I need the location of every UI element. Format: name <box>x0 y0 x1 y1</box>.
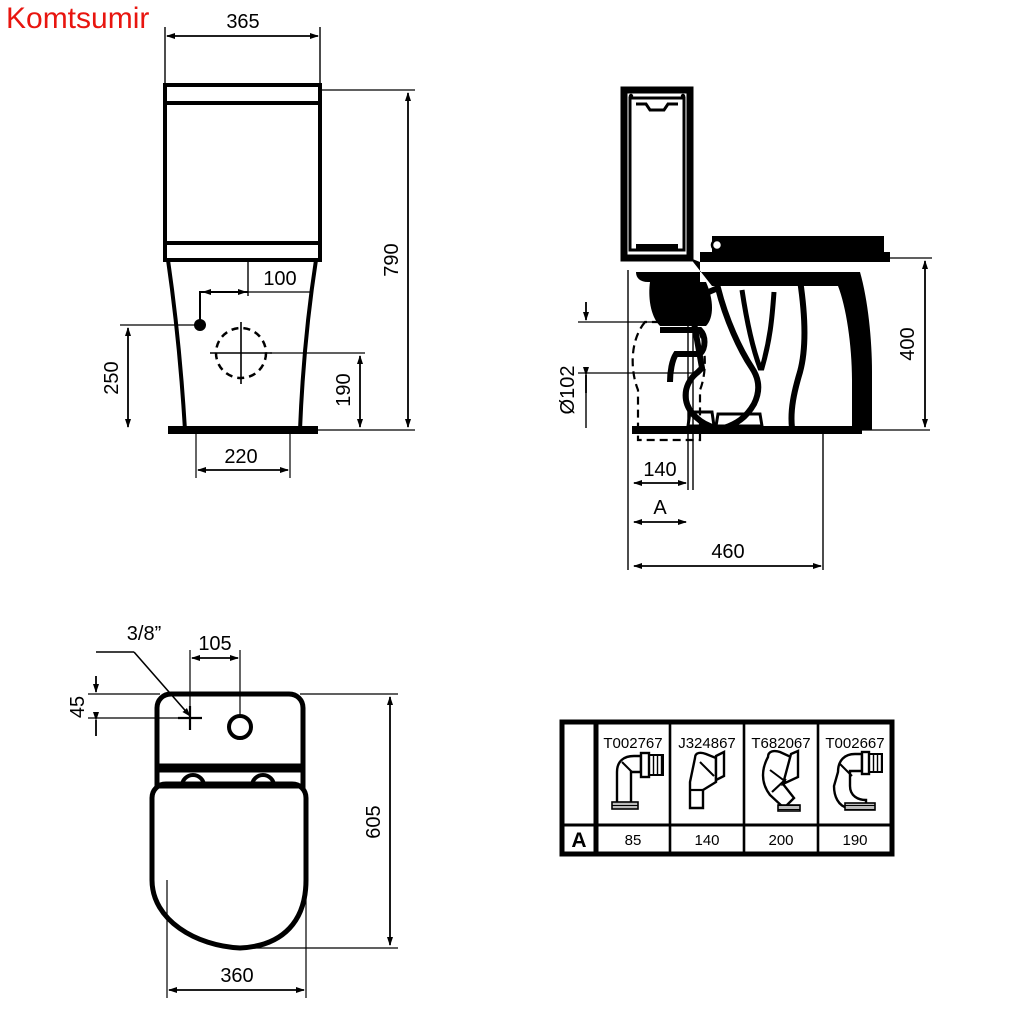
svg-text:220: 220 <box>224 446 257 468</box>
plan-view: 3/8” 45 105 605 <box>67 623 398 998</box>
svg-text:100: 100 <box>263 268 296 290</box>
pipe-offset-vertical-icon <box>688 750 726 810</box>
dim-A: A <box>633 497 687 525</box>
svg-text:45: 45 <box>67 696 89 718</box>
dim-790: 790 <box>318 89 415 431</box>
dim-220: 220 <box>195 430 291 478</box>
side-bowl-upper <box>690 258 872 430</box>
dim-365: 365 <box>164 11 321 103</box>
svg-text:790: 790 <box>381 243 403 276</box>
side-cistern-outline <box>620 86 694 262</box>
plan-seat-outline <box>149 781 309 951</box>
dim-250: 250 <box>101 324 205 428</box>
front-cistern-outline <box>163 83 322 262</box>
side-cistern-shelf <box>636 272 700 282</box>
dim-190: 190 <box>270 352 365 428</box>
dim-400: 400 <box>884 257 932 428</box>
dim-460: 460 <box>633 541 822 569</box>
svg-text:190: 190 <box>333 373 355 406</box>
svg-text:105: 105 <box>198 633 231 655</box>
table-column-1: T002767 85 <box>603 735 664 849</box>
callout-three-eighths: 3/8” <box>96 623 191 717</box>
table-column-3: T682067 200 <box>751 735 810 849</box>
product-code: J324867 <box>678 735 736 752</box>
table-column-4: T002667 190 <box>825 735 884 849</box>
product-code: T002767 <box>603 735 662 752</box>
side-hidden-outlet <box>631 320 706 442</box>
svg-text:360: 360 <box>220 965 253 987</box>
watermark-komtsumir: Komtsumir <box>6 2 150 35</box>
dim-140: 140 <box>633 459 687 486</box>
svg-text:460: 460 <box>711 541 744 563</box>
dim-diameter-102: Ø102 <box>557 302 700 428</box>
dim-605: 605 <box>240 693 398 949</box>
a-value: 85 <box>625 832 642 849</box>
svg-text:3/8”: 3/8” <box>127 623 161 645</box>
pipe-45-angled-icon <box>761 749 801 812</box>
svg-text:400: 400 <box>897 327 919 360</box>
dim-100: 100 <box>202 262 310 296</box>
plan-cistern-outline <box>154 691 306 769</box>
svg-text:Ø102: Ø102 <box>557 366 579 415</box>
product-code: T682067 <box>751 735 810 752</box>
plan-flush-button <box>227 714 253 740</box>
product-code: T002667 <box>825 735 884 752</box>
side-elevation-view: 400 Ø102 140 A <box>557 86 932 570</box>
svg-text:250: 250 <box>101 361 123 394</box>
dim-105: 105 <box>189 633 241 718</box>
side-bowl-inner <box>739 289 777 371</box>
front-outlet-circle <box>210 322 272 384</box>
table-column-2: J324867 140 <box>678 735 736 849</box>
a-value: 190 <box>842 832 867 849</box>
a-value: 140 <box>694 832 719 849</box>
table-row-label-A: A <box>571 829 586 852</box>
outlet-connector-table: A T002767 85 J324867 <box>559 719 895 857</box>
side-bowl-trap <box>682 283 762 431</box>
dim-45: 45 <box>67 676 196 736</box>
side-seat-assembly <box>700 236 890 262</box>
side-outlet-shroud <box>660 327 708 383</box>
a-value: 200 <box>768 832 793 849</box>
svg-text:140: 140 <box>643 459 676 481</box>
pipe-90-straight-down-icon <box>611 751 664 810</box>
dim-360: 360 <box>166 880 307 998</box>
svg-text:605: 605 <box>363 805 385 838</box>
svg-text:365: 365 <box>226 11 259 33</box>
side-bowl-rear <box>788 279 808 429</box>
pipe-s-bend-icon <box>832 750 883 811</box>
side-flush-valve <box>649 282 712 326</box>
front-elevation-view: 365 790 100 250 <box>101 11 415 478</box>
svg-text:A: A <box>653 497 667 519</box>
